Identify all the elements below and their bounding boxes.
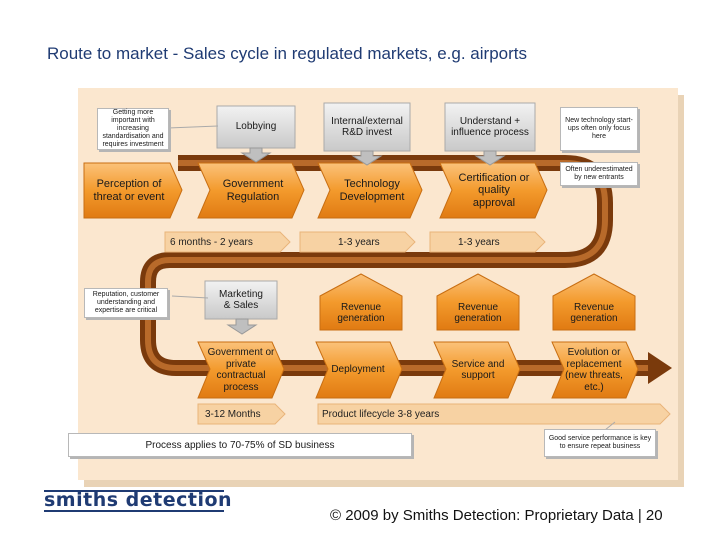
lobbying-label: Lobbying: [235, 121, 277, 133]
revenue-house-2: [436, 273, 520, 331]
duration-312: 3-12 Months: [205, 409, 261, 420]
flow-band-left-highlight: [145, 300, 205, 371]
duration-lifecycle: Product lifecycle 3-8 years: [322, 409, 440, 420]
note-good-service: Good service performance is key to ensur…: [544, 429, 656, 457]
chevron-tech-dev: [317, 162, 423, 219]
marketing-label: Marketing & Sales: [219, 288, 263, 312]
grey-box-lobbying: [216, 105, 296, 149]
flow-arrowhead-right: [648, 352, 672, 384]
grey-box-rd: [323, 102, 411, 152]
note-often-underestimated: Often underestimated by new entrants: [560, 162, 638, 186]
evolution-label: Evolution or replacement (new threats, e…: [565, 347, 623, 393]
time-arrow-lifecycle: [317, 403, 671, 425]
note-reputation: Reputation, customer understanding and e…: [84, 288, 168, 318]
revenue-label-1: Revenue generation: [337, 301, 385, 325]
chevron-perception: [83, 162, 183, 219]
chevron-evolution: [551, 341, 639, 399]
rd-invest-label: Internal/external R&D invest: [331, 115, 403, 139]
deployment-label: Deployment: [331, 364, 385, 376]
chevron-gov-contract: [197, 341, 285, 399]
chevron-gov-reg: [197, 162, 305, 219]
copyright-text: © 2009 by Smiths Detection: Proprietary …: [330, 507, 663, 524]
revenue-label-2: Revenue generation: [454, 301, 502, 325]
chevron-cert: [439, 162, 548, 219]
duration-6m: 6 months - 2 years: [170, 237, 253, 248]
grey-box-marketing: [204, 280, 278, 320]
note-getting-more-important: Getting more important with increasing s…: [97, 108, 169, 150]
understand-influence-label: Understand + influence process: [451, 115, 529, 139]
technology-development-label: Technology Development: [339, 177, 405, 203]
certification-label: Certification or quality approval: [458, 171, 530, 209]
note-new-tech-startups: New technology start-ups often only focu…: [560, 107, 638, 151]
government-contract-label: Government or private contractual proces…: [207, 347, 275, 393]
slide-title: Route to market - Sales cycle in regulat…: [47, 44, 527, 63]
duration-13b: 1-3 years: [458, 237, 500, 248]
duration-13a: 1-3 years: [338, 237, 380, 248]
time-arrow-312: [197, 403, 286, 425]
process-applies-box: Process applies to 70-75% of SD business: [68, 433, 412, 457]
time-arrow-6m: [164, 231, 291, 253]
grey-box-understand: [444, 102, 536, 152]
time-arrow-13a: [299, 231, 416, 253]
government-regulation-label: Government Regulation: [222, 177, 284, 203]
company-logo: smiths detection: [44, 489, 233, 511]
chevron-deployment: [315, 341, 403, 399]
perception-label: Perception of threat or event: [93, 177, 165, 203]
revenue-house-1: [319, 273, 403, 331]
chevron-service: [433, 341, 521, 399]
revenue-label-3: Revenue generation: [570, 301, 618, 325]
time-arrow-13b: [429, 231, 546, 253]
service-support-label: Service and support: [451, 358, 505, 382]
revenue-house-3: [552, 273, 636, 331]
